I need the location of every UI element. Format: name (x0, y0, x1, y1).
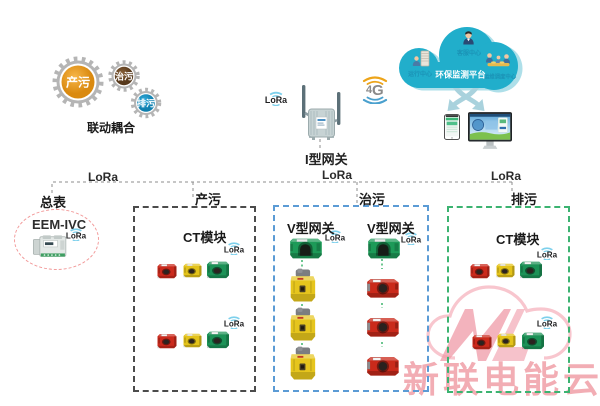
svg-text:运维调度中心: 运维调度中心 (484, 73, 517, 81)
svg-text:G: G (372, 82, 384, 99)
svg-text:治污: 治污 (115, 71, 133, 82)
svg-text:客服中心: 客服中心 (456, 49, 481, 57)
svg-text:环保监测平台: 环保监测平台 (435, 70, 485, 80)
svg-text:新联电能云: 新联电能云 (403, 359, 600, 400)
svg-text:排污: 排污 (137, 98, 155, 109)
svg-text:4: 4 (366, 84, 373, 96)
svg-text:运行中心: 运行中心 (408, 70, 432, 78)
svg-text:产污: 产污 (66, 75, 90, 90)
